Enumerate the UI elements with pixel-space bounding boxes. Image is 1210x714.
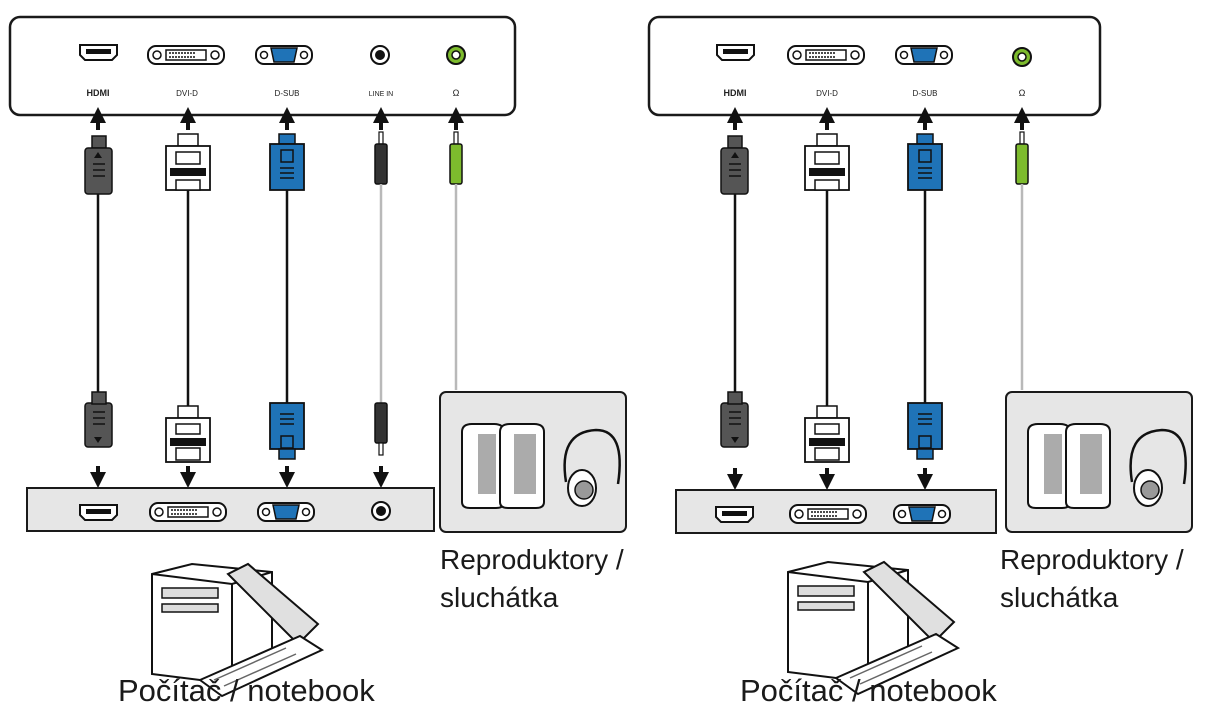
speakers-caption-line1: Reproduktory / xyxy=(440,544,624,575)
pc-vga-port-icon xyxy=(257,502,315,522)
speakers-caption-line2: sluchátka xyxy=(440,582,559,613)
port-label-hdmi: HDMI xyxy=(724,88,747,98)
speakers-headphones-icon xyxy=(439,391,627,533)
diagram-right: HDMI DVI-D D-SUB Ω xyxy=(647,15,1193,696)
port-label-headphone: Ω xyxy=(1019,88,1026,98)
pc-audio-port-icon xyxy=(371,501,391,521)
hdmi-port-icon xyxy=(716,44,755,61)
up-arrows xyxy=(727,107,1030,130)
dvi-cable-icon xyxy=(165,133,211,463)
computer-caption: Počítač / notebook xyxy=(740,673,997,708)
computer-laptop-icon xyxy=(151,562,325,698)
audio-cable-icon xyxy=(374,131,388,456)
port-label-headphone: Ω xyxy=(453,88,460,98)
down-arrows xyxy=(90,466,389,488)
vga-cable-icon xyxy=(907,133,943,460)
computer-laptop-icon xyxy=(787,560,961,696)
dvi-port-icon xyxy=(147,45,225,65)
speakers-caption-line2: sluchátka xyxy=(1000,582,1119,613)
hdmi-cable-icon xyxy=(720,135,749,448)
port-label-dvi: DVI-D xyxy=(176,89,198,98)
down-arrows xyxy=(727,468,933,490)
pc-vga-port-icon xyxy=(893,504,951,524)
pc-dvi-port-icon xyxy=(149,502,227,522)
headphone-cable-icon xyxy=(1015,131,1029,390)
dvi-port-icon xyxy=(787,45,865,65)
hdmi-cable-icon xyxy=(84,135,113,448)
port-label-hdmi: HDMI xyxy=(87,88,110,98)
port-label-dvi: DVI-D xyxy=(816,89,838,98)
vga-port-icon xyxy=(895,45,953,65)
port-label-line-in: LINE IN xyxy=(369,91,394,98)
computer-port-panel xyxy=(26,487,435,532)
port-label-vga: D-SUB xyxy=(275,89,300,98)
speakers-caption-line1: Reproduktory / xyxy=(1000,544,1184,575)
headphone-cable-icon xyxy=(449,131,463,390)
pc-dvi-port-icon xyxy=(789,504,867,524)
pc-hdmi-port-icon xyxy=(79,504,118,521)
headphone-port-icon xyxy=(1012,47,1032,67)
monitor-panel xyxy=(8,15,517,117)
diagram-left: HDMI DVI-D D-SUB LINE IN Ω xyxy=(8,15,627,698)
vga-cable-icon xyxy=(269,133,305,460)
vga-port-icon xyxy=(255,45,313,65)
computer-caption: Počítač / notebook xyxy=(118,673,375,708)
dvi-cable-icon xyxy=(804,133,850,463)
monitor-panel xyxy=(647,15,1102,117)
up-arrows xyxy=(90,107,464,130)
port-label-vga: D-SUB xyxy=(913,89,938,98)
hdmi-port-icon xyxy=(79,44,118,61)
headphone-port-icon xyxy=(446,45,466,65)
speakers-headphones-icon xyxy=(1005,391,1193,533)
line-in-port-icon xyxy=(370,45,390,65)
pc-hdmi-port-icon xyxy=(715,506,754,523)
